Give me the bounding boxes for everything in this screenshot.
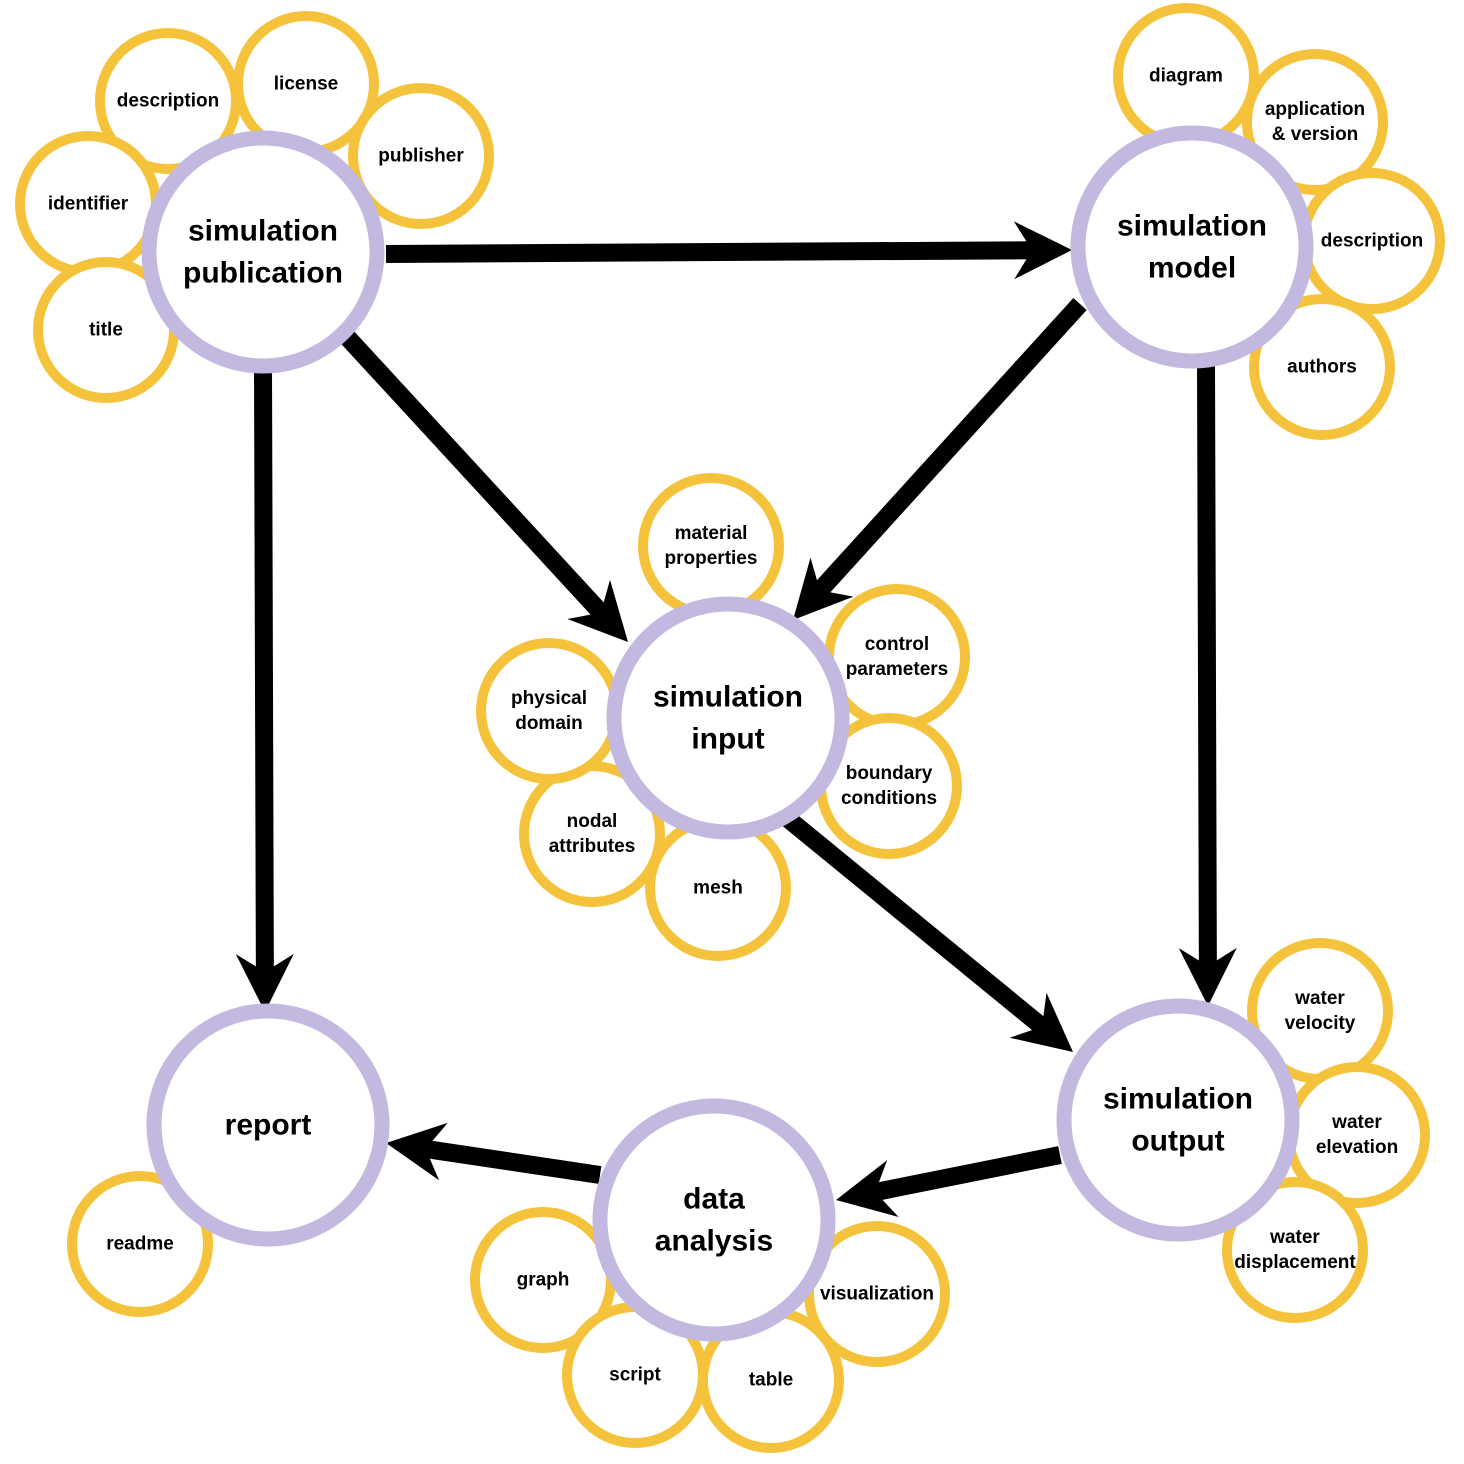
model-application-version-label: application [1265,99,1365,120]
analysis-node [592,1098,836,1342]
arrow-publication-to-input [341,331,628,642]
input-node [606,596,850,840]
input-boundary-conditions-label: boundary [846,763,933,784]
arrow-head [836,1160,899,1217]
output-node-label: simulation [1103,1083,1253,1116]
model-diagram-label: diagram [1149,66,1223,87]
output-water-velocity-label: water [1294,988,1345,1009]
arrow-model-to-input [793,297,1087,620]
input-mesh-label: mesh [693,878,743,899]
input-material-properties-label: properties [665,548,758,569]
arrow-shaft [1197,363,1217,967]
output-node-label: output [1131,1125,1224,1158]
arrow-head [1009,992,1073,1052]
input-nodal-attributes-label: attributes [549,836,636,857]
publication-title-label: title [89,320,123,341]
output-water-displacement-bubble [1222,1177,1368,1323]
report-node-label: report [225,1109,312,1142]
output-water-displacement-label: displacement [1234,1252,1356,1273]
output-water-velocity-label: velocity [1285,1013,1356,1034]
publication-node [141,130,385,374]
attribute-layer: description license publisher identifier tit… [15,3,1445,1453]
input-physical-domain-bubble [476,638,622,784]
output-water-elevation-label: elevation [1316,1137,1398,1158]
analysis-node-label: analysis [655,1225,773,1258]
arrow-shaft [254,367,274,973]
arrow-head [1178,947,1237,1006]
input-material-properties-bubble [638,473,784,619]
model-node [1070,125,1314,369]
publication-publisher-bubble [348,83,494,229]
publication-node-label: simulation [188,215,338,248]
arrow-head [386,1122,448,1181]
input-node-label: input [691,723,764,756]
arrow-head [235,953,294,1012]
input-material-properties-label: material [675,523,748,544]
publication-publisher-label: publisher [378,146,464,167]
edge-layer [235,221,1237,1217]
arrow-model-to-output [1178,363,1237,1006]
model-application-version-label: & version [1272,124,1359,145]
input-control-parameters-label: parameters [846,659,948,680]
arrow-head [1013,221,1072,280]
arrow-output-to-analysis [836,1146,1062,1217]
publication-identifier-label: identifier [48,194,129,215]
model-application-version-bubble [1242,49,1388,195]
publication-description-label: description [117,91,219,112]
model-authors-bubble [1249,294,1395,440]
input-physical-domain-label: physical [511,688,587,709]
output-water-elevation-label: water [1331,1112,1382,1133]
arrow-shaft [813,297,1087,597]
arrow-shaft [781,811,1048,1034]
output-water-displacement-label: water [1269,1227,1320,1248]
input-control-parameters-bubble [824,584,970,730]
report-readme-bubble [67,1171,213,1317]
model-node-label: model [1148,252,1236,285]
output-node [1056,998,1300,1242]
arrow-shaft [873,1146,1062,1201]
model-description-label: description [1321,231,1423,252]
model-node-label: simulation [1117,210,1267,243]
input-control-parameters-label: control [865,634,929,655]
arrow-shaft [424,1140,602,1184]
analysis-table-label: table [749,1370,793,1391]
analysis-visualization-label: visualization [820,1284,934,1305]
main-node-layer: simulation publication simulation model simu… [141,125,1314,1342]
report-readme-label: readme [106,1234,174,1255]
arrow-head [567,579,628,642]
arrow-analysis-to-report [386,1122,602,1184]
analysis-graph-label: graph [517,1270,570,1291]
input-boundary-conditions-label: conditions [841,788,937,809]
report-node [146,1003,390,1247]
input-nodal-attributes-label: nodal [567,811,618,832]
publication-license-label: license [274,74,338,95]
arrow-shaft [385,241,1033,263]
input-physical-domain-label: domain [515,713,583,734]
analysis-script-label: script [609,1365,661,1386]
arrow-head [793,557,854,620]
input-node-label: simulation [653,681,803,714]
arrow-publication-to-model [385,221,1072,280]
arrow-publication-to-report [235,367,294,1012]
arrow-shaft [341,331,608,619]
arrow-input-to-output [781,811,1073,1052]
model-authors-label: authors [1287,357,1357,378]
publication-node-label: publication [183,257,343,290]
analysis-node-label: data [683,1183,745,1216]
